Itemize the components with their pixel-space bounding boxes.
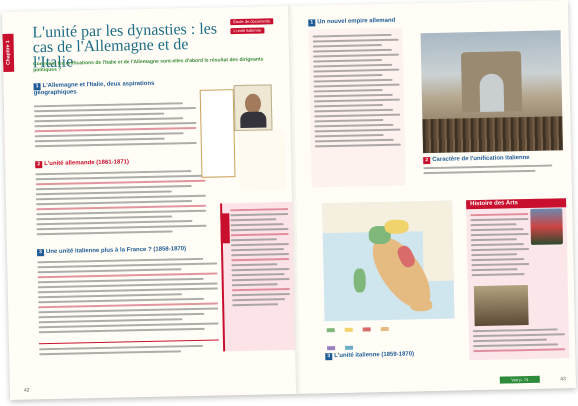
left-page: Chapitre 1 L'unité par les dynasties : l… — [1, 5, 302, 400]
italy-unification-map — [322, 200, 455, 322]
document-box — [199, 89, 236, 178]
doc1-title: Un nouvel empire allemand — [317, 17, 396, 26]
arts-photo-2 — [473, 285, 529, 327]
portrait-image — [233, 84, 273, 132]
map-legend — [326, 319, 447, 351]
doc2-caption — [423, 164, 563, 179]
section-2-text — [35, 170, 207, 242]
section-1-title: L'Allemagne et l'Italie, deux aspiration… — [33, 80, 155, 97]
map-sicily — [410, 299, 433, 312]
doc3-title: L'unité italienne (1859-1870) — [334, 351, 415, 360]
summary-box — [38, 339, 220, 363]
doc1-text-panel — [308, 27, 406, 188]
doc2-title: Caractère de l'unification italienne — [432, 154, 530, 163]
footer-tag[interactable]: Voir p. 74 — [499, 375, 540, 384]
map-sardinia — [353, 268, 366, 293]
section-3-text — [37, 257, 219, 340]
portrait-caption-area — [238, 130, 286, 192]
chip-italy: L'unité italienne — [230, 27, 265, 35]
section-1-text — [33, 102, 197, 153]
left-page-number: 42 — [23, 387, 30, 394]
map-lombardy-region — [384, 219, 409, 235]
right-page-number: 43 — [560, 376, 566, 383]
section-3-number: 3 — [36, 249, 45, 257]
arts-history-box: Histoire des Arts — [466, 198, 570, 361]
section-3-title: Une unité italienne plus à la France ? (… — [45, 246, 187, 256]
historical-painting — [420, 30, 564, 154]
arts-photo-1 — [530, 208, 563, 245]
chip-study: Étude de documents — [230, 18, 274, 26]
chapter-side-tab: Chapitre 1 — [2, 33, 15, 72]
vocabulary-column — [220, 201, 296, 352]
section-2-title: L'unité allemande (1861-1871) — [44, 159, 130, 168]
section-2-number: 2 — [35, 161, 43, 169]
